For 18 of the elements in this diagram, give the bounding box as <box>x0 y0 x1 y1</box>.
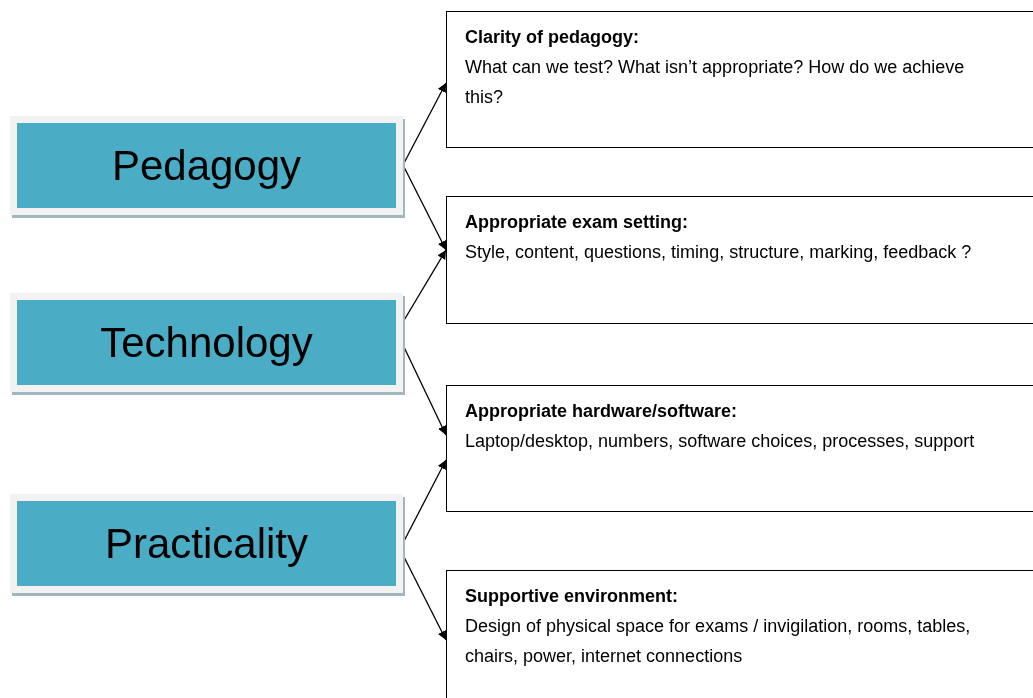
description-box <box>446 570 1033 698</box>
description-box <box>446 11 1033 148</box>
box-text: What can we test? What isn’t appropriate? How do we achieve this? <box>465 56 966 109</box>
box-text: Design of physical space for exams / invigilation, rooms, tables, chairs, power, internet connections <box>465 615 972 668</box>
box-text: Laptop/desktop, numbers, software choices, processes, support <box>465 430 976 453</box>
description-box <box>446 196 1033 324</box>
category-box <box>10 494 403 593</box>
box-heading: Appropriate exam setting: <box>465 211 690 234</box>
box-heading: Clarity of pedagogy: <box>465 26 640 49</box>
box-text: Style, content, questions, timing, structure, marking, feedback ? <box>465 241 973 264</box>
description-box <box>446 385 1033 512</box>
category-box <box>10 116 403 215</box>
box-heading: Appropriate hardware/software: <box>465 400 739 423</box>
category-label: Pedagogy <box>111 141 302 191</box>
category-label: Technology <box>100 318 313 368</box>
category-box <box>10 293 403 392</box>
box-heading: Supportive environment: <box>465 585 680 608</box>
category-label: Practicality <box>104 519 309 569</box>
